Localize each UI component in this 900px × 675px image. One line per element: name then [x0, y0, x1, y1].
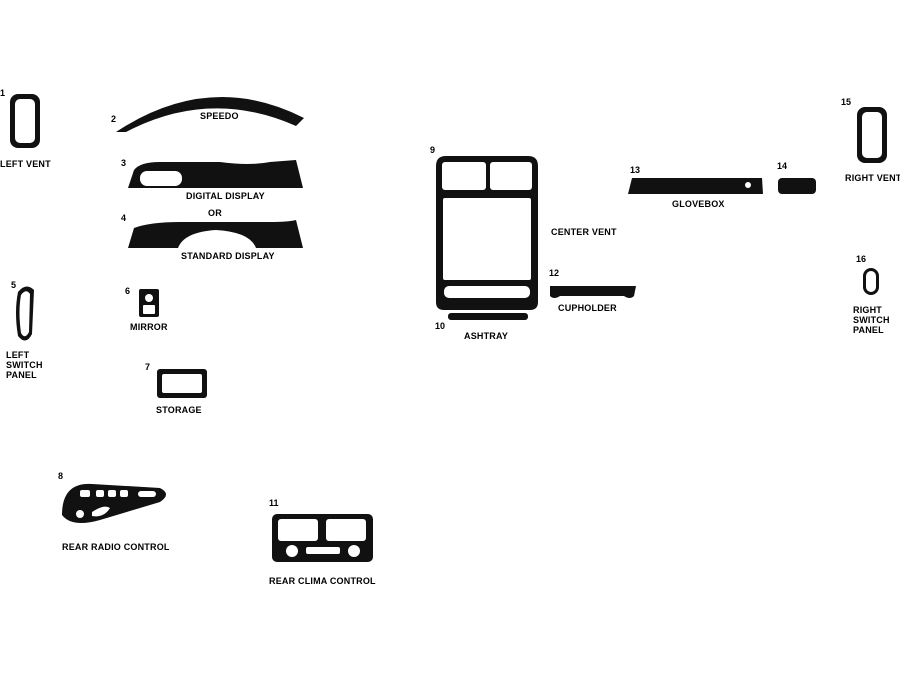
part-1-label: LEFT VENT [0, 159, 51, 169]
part-8-number: 8 [58, 471, 64, 481]
part-14-number: 14 [777, 161, 788, 171]
part-6-mirror-shape [139, 289, 159, 317]
part-5-label-line-1: LEFT [6, 350, 30, 360]
part-14-shape [778, 178, 816, 194]
part-13-label: GLOVEBOX [672, 199, 725, 209]
part-16-number: 16 [856, 254, 867, 264]
part-5-number: 5 [11, 280, 17, 290]
or-connector: OR [208, 208, 222, 218]
part-1-left-vent-shape [10, 94, 40, 148]
part-5-label: LEFT SWITCH PANEL [6, 350, 43, 380]
part-4-number: 4 [121, 213, 127, 223]
part-6-number: 6 [125, 286, 131, 296]
part-4-standard-display-shape [128, 220, 303, 248]
part-15-label: RIGHT VENT [845, 173, 900, 183]
part-16-label-line-2: SWITCH [853, 315, 890, 325]
part-3-label: DIGITAL DISPLAY [186, 191, 265, 201]
part-12-label: CUPHOLDER [558, 303, 617, 313]
part-11-label: REAR CLIMA CONTROL [269, 576, 376, 586]
part-16-label-line-1: RIGHT [853, 305, 882, 315]
part-9-number: 9 [430, 145, 436, 155]
part-9-label: CENTER VENT [551, 227, 617, 237]
part-8-label: REAR RADIO CONTROL [62, 542, 170, 552]
part-16-label-line-3: PANEL [853, 325, 884, 335]
part-16-label: RIGHT SWITCH PANEL [853, 305, 890, 335]
part-10-ashtray-shape [448, 313, 528, 320]
part-10-label: ASHTRAY [464, 331, 509, 341]
part-16-right-switch-panel-shape [863, 268, 879, 295]
part-12-number: 12 [549, 268, 560, 278]
part-3-number: 3 [121, 158, 127, 168]
part-7-label: STORAGE [156, 405, 202, 415]
part-10-number: 10 [435, 321, 446, 331]
part-4-label: STANDARD DISPLAY [181, 251, 275, 261]
part-5-label-line-3: PANEL [6, 370, 37, 380]
part-11-rear-clima-control-shape [272, 514, 373, 562]
part-13-glovebox-shape [628, 178, 763, 194]
part-7-storage-shape [157, 369, 207, 398]
part-5-label-line-2: SWITCH [6, 360, 43, 370]
part-13-number: 13 [630, 165, 641, 175]
part-2-number: 2 [111, 114, 117, 124]
part-11-number: 11 [269, 498, 279, 508]
part-7-number: 7 [145, 362, 151, 372]
part-5-left-switch-panel-shape [16, 286, 34, 341]
part-8-rear-radio-control-shape [62, 483, 166, 524]
part-15-number: 15 [841, 97, 852, 107]
part-15-right-vent-shape [857, 107, 887, 163]
part-2-speedo-shape [116, 97, 304, 132]
part-6-label: MIRROR [130, 322, 168, 332]
part-12-cupholder-shape [550, 286, 636, 298]
part-2-label: SPEEDO [200, 111, 239, 121]
part-1-number: 1 [0, 88, 6, 98]
part-9-center-vent-shape [436, 156, 538, 310]
part-3-digital-display-shape [128, 160, 303, 188]
